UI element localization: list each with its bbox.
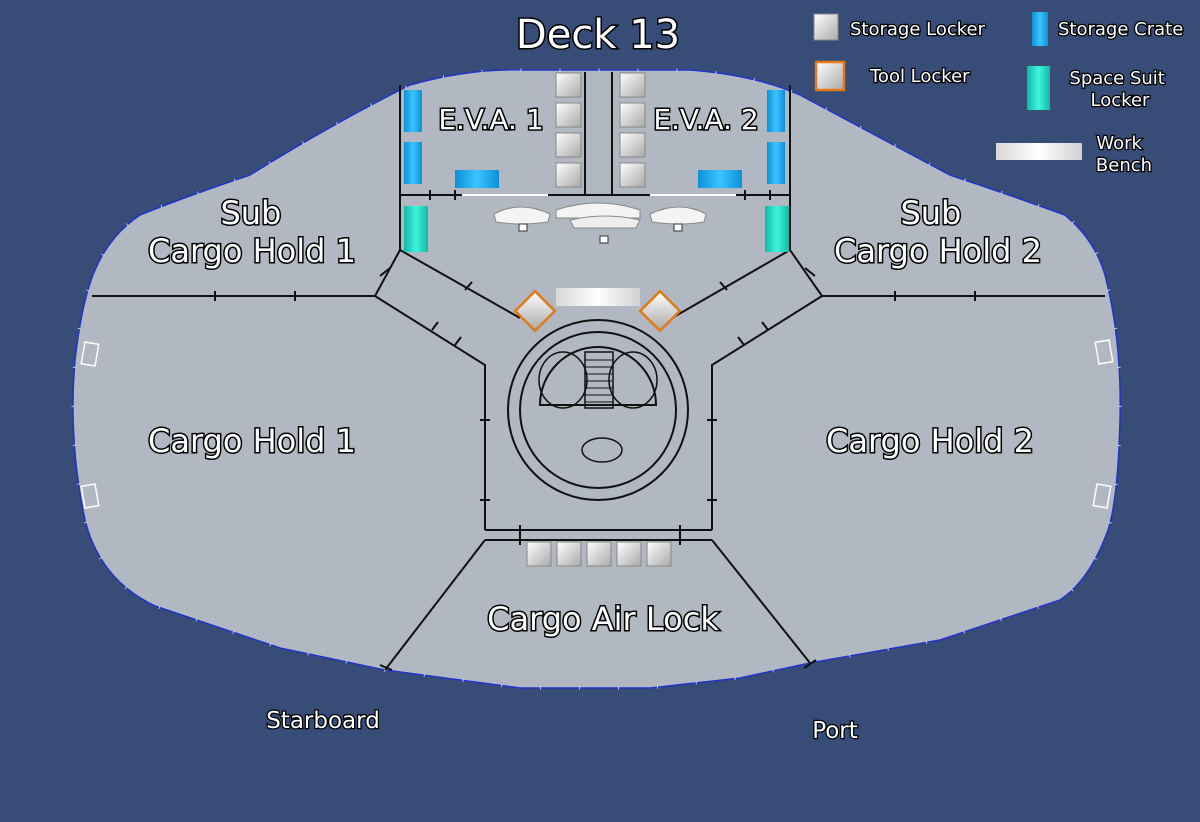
room-label-cargo-hold-1: Cargo Hold 1 [148, 422, 356, 460]
room-label-eva-2: E.V.A. 2 [653, 103, 758, 136]
hull-hatches [80, 339, 1114, 509]
work-bench [556, 288, 640, 306]
legend: Storage Locker Storage Crate Tool Locker… [813, 12, 1185, 177]
legend-work-bench: Work Bench [996, 132, 1153, 177]
legend-storage-crate: Storage Crate [1032, 12, 1185, 46]
airlock-storage-lockers [526, 541, 672, 567]
legend-storage-crate-label: Storage Crate [1058, 19, 1183, 40]
tool-locker-swatch [814, 60, 846, 92]
interior-walls [92, 72, 1105, 671]
room-label-eva-1: E.V.A. 1 [438, 103, 543, 136]
room-label-cargo-hold-2: Cargo Hold 2 [826, 422, 1034, 460]
room-label-cargo-air-lock: Cargo Air Lock [487, 600, 719, 638]
wall-ticks [214, 190, 976, 671]
legend-work-bench-label: Work Bench [1096, 133, 1152, 176]
legend-storage-locker-label: Storage Locker [850, 19, 986, 40]
legend-tool-locker-label: Tool Locker [869, 66, 970, 87]
space-suit-lockers [404, 206, 789, 252]
work-bench-swatch [996, 143, 1082, 160]
legend-storage-locker: Storage Locker [813, 13, 987, 41]
eva-storage-lockers [555, 72, 646, 188]
legend-space-suit-locker-label: Space Suit Locker [1069, 68, 1170, 111]
deck-hull [72, 69, 1121, 689]
storage-crate-swatch [1032, 12, 1048, 46]
direction-port: Port [812, 718, 858, 744]
tool-lockers [513, 289, 682, 333]
deck-title: Deck 13 [516, 12, 680, 58]
space-suit-locker-swatch [1027, 66, 1050, 110]
eva-consoles [462, 194, 736, 244]
central-lift [507, 319, 689, 501]
legend-tool-locker: Tool Locker [814, 60, 971, 92]
direction-starboard: Starboard [266, 708, 380, 734]
room-label-sub-cargo-2: Sub Cargo Hold 2 [834, 194, 1042, 270]
storage-crates [404, 90, 785, 188]
room-label-sub-cargo-1: Sub Cargo Hold 1 [148, 194, 356, 270]
storage-locker-swatch [813, 13, 839, 41]
legend-space-suit-locker: Space Suit Locker [1027, 66, 1170, 112]
